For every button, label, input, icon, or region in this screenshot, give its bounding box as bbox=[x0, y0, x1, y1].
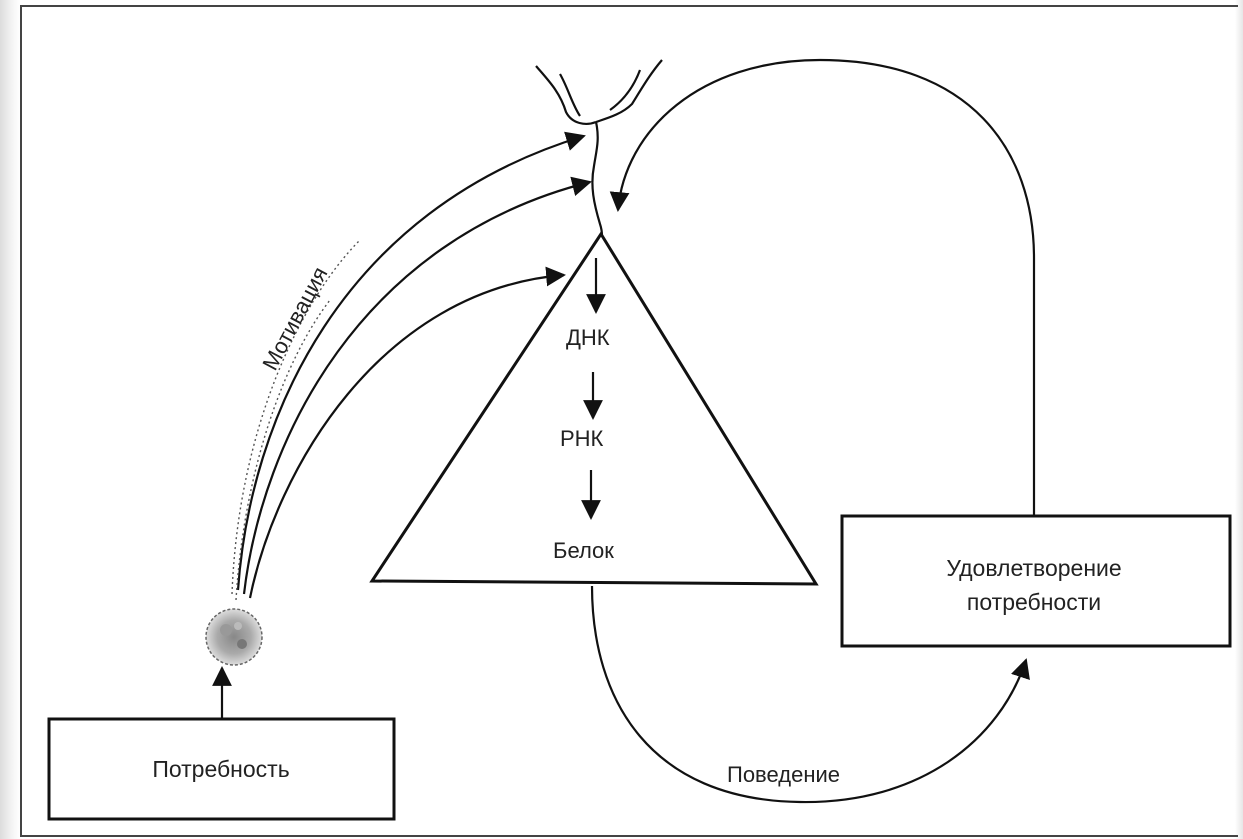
stimulus-blob-icon bbox=[205, 608, 263, 666]
left-edge-shadow bbox=[0, 0, 20, 839]
feedback-arrow bbox=[609, 58, 1036, 516]
figure-frame bbox=[20, 5, 1238, 837]
need-label: Потребность bbox=[152, 756, 289, 782]
satisfaction-label-line1: Удовлетворение bbox=[946, 555, 1121, 581]
satisfaction-box bbox=[840, 514, 1232, 648]
behavior-arrow bbox=[590, 585, 1030, 804]
neuron-dendrites-icon bbox=[535, 59, 663, 237]
behavior-label: Поведение bbox=[727, 762, 840, 787]
motivation-arrows bbox=[231, 131, 592, 601]
protein-label: Белок bbox=[553, 538, 614, 563]
satisfaction-label-line2: потребности bbox=[967, 589, 1101, 615]
right-edge-shadow bbox=[1235, 0, 1243, 839]
rna-label: РНК bbox=[560, 426, 604, 451]
need-box bbox=[47, 717, 396, 821]
dna-label: ДНК bbox=[566, 325, 610, 350]
